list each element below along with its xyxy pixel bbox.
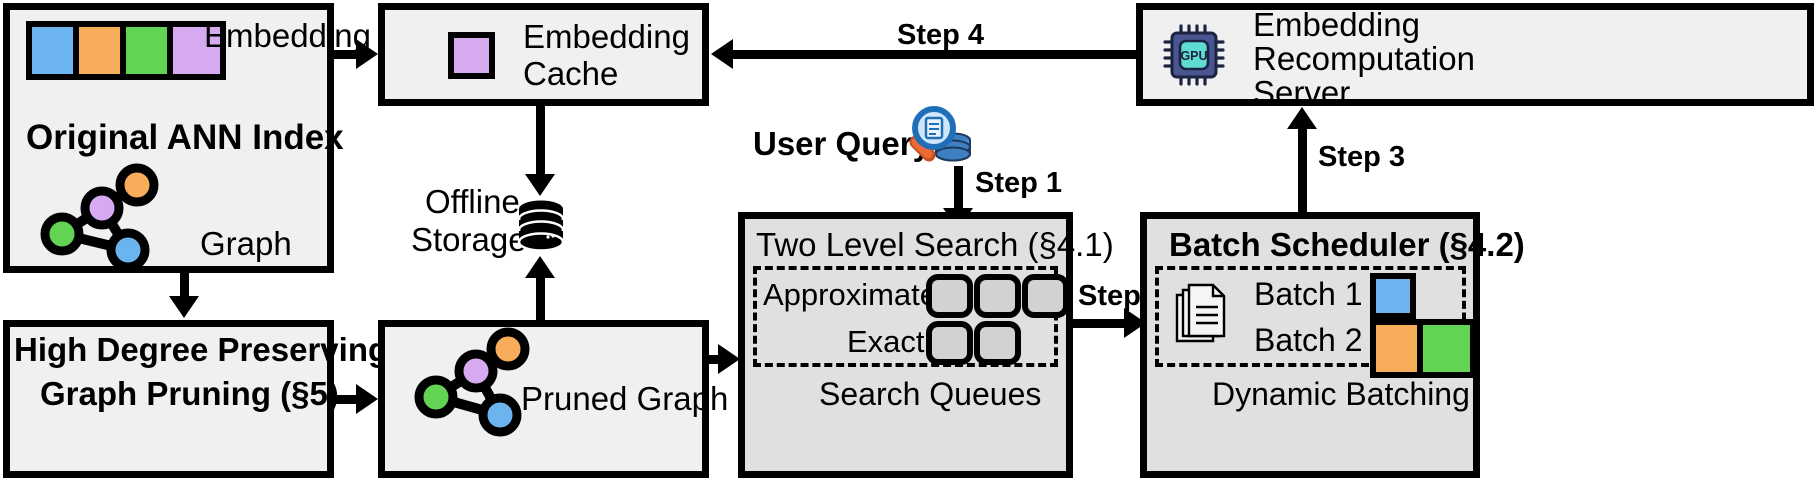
embedding-cache-line1: Embedding	[523, 18, 690, 55]
batch-2-swatch	[1376, 325, 1423, 372]
graph-pruning-box	[3, 320, 334, 478]
exact-queue-slots[interactable]	[926, 321, 1022, 365]
gpu-chip-text: GPU	[1180, 49, 1207, 63]
embedding-label: Embedding	[204, 17, 371, 54]
step1-label: Step 1	[975, 167, 1063, 199]
recomputation-server-line2: Recomputation	[1253, 40, 1475, 77]
arrow-index-to-cache-line	[334, 50, 360, 59]
offline-storage-line2: Storage	[411, 221, 527, 258]
arrow-index-to-pruning-line	[180, 273, 189, 298]
dynamic-batching-caption: Dynamic Batching	[1212, 376, 1470, 412]
arrow-pruning-to-pruned-head	[356, 384, 378, 414]
database-icon	[517, 200, 565, 252]
arrow-step3-line	[1298, 128, 1307, 212]
queue-slot[interactable]	[974, 321, 1021, 365]
embedding-cell	[32, 27, 79, 74]
arrow-step2-line	[1073, 319, 1128, 328]
approximate-row-label: Approximate	[763, 277, 938, 312]
search-database-icon	[909, 106, 971, 162]
queue-slot[interactable]	[926, 321, 973, 365]
arrow-cache-to-storage-head	[525, 174, 555, 196]
pruned-graph-label: Pruned Graph	[521, 380, 729, 417]
arrow-cache-to-storage-line	[536, 106, 545, 176]
two-level-search-title: Two Level Search (§4.1)	[756, 226, 1114, 263]
step4-label: Step 4	[897, 19, 985, 51]
graph-label: Graph	[200, 225, 292, 262]
pruned-graph-icon	[414, 327, 530, 437]
embedding-cell	[173, 27, 220, 74]
arrow-pruned-to-storage-line	[536, 277, 545, 320]
recomputation-server-line1: Embedding	[1253, 6, 1420, 43]
original-graph-icon	[40, 163, 159, 272]
documents-icon	[1175, 283, 1226, 343]
arrow-pruning-to-pruned-line	[334, 395, 360, 404]
approximate-queue-slots[interactable]	[926, 274, 1070, 318]
batch-2-label: Batch 2	[1254, 322, 1363, 358]
queue-slot[interactable]	[926, 274, 973, 318]
arrow-pruned-to-search-head	[718, 344, 740, 374]
embedding-cell	[126, 27, 173, 74]
arrow-index-to-pruning-head	[169, 296, 199, 318]
arrow-pruned-to-search-line	[709, 355, 722, 364]
search-queues-caption: Search Queues	[819, 376, 1042, 412]
batch-2-swatch	[1423, 325, 1470, 372]
embedding-cache-line2: Cache	[523, 55, 619, 92]
original-ann-index-title: Original ANN Index	[26, 118, 344, 157]
exact-row-label: Exact	[847, 324, 925, 359]
step3-label: Step 3	[1318, 141, 1406, 173]
embedding-cell	[79, 27, 126, 74]
gpu-icon: GPU	[1163, 24, 1225, 86]
arrow-pruned-to-storage-head	[525, 256, 555, 278]
graph-pruning-line1: High Degree Preserving	[14, 331, 389, 368]
arrow-step4-line	[733, 50, 1143, 59]
arrow-step1-line	[954, 166, 963, 211]
recomputation-server-line3: Server	[1253, 74, 1351, 111]
batch-scheduler-title: Batch Scheduler (§4.2)	[1169, 226, 1525, 263]
batch-1-swatch	[1370, 273, 1416, 319]
pruned-graph-box	[378, 320, 709, 478]
embedding-cache-box	[378, 3, 709, 106]
user-query-label: User Query	[753, 125, 931, 162]
arrow-step3-head	[1287, 107, 1317, 129]
arrow-step4-head	[711, 39, 733, 69]
queue-slot[interactable]	[974, 274, 1021, 318]
queue-slot[interactable]	[1022, 274, 1069, 318]
embedding-cache-swatch	[448, 32, 495, 79]
arrow-index-to-cache-head	[356, 39, 378, 69]
offline-storage-line1: Offline	[425, 183, 520, 220]
graph-pruning-line2: Graph Pruning (§5)	[40, 375, 339, 412]
dynamic-batching-dashed-region	[1155, 266, 1466, 367]
batch-1-label: Batch 1	[1254, 276, 1363, 312]
recomputation-server-box	[1136, 3, 1814, 106]
batch-2-swatch-row	[1370, 319, 1476, 378]
embedding-cell-row	[26, 21, 226, 80]
